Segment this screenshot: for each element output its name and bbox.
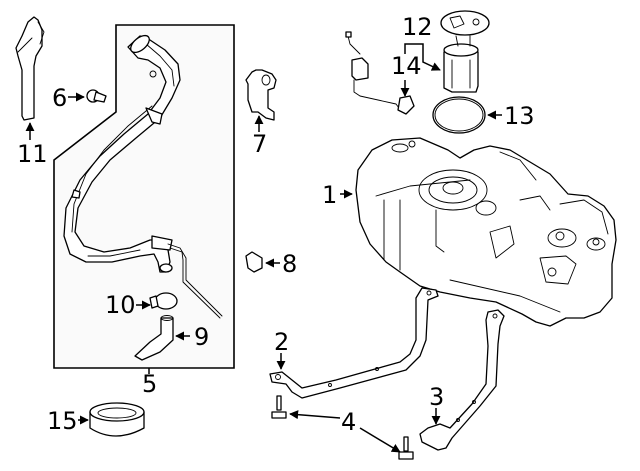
callout-1[interactable]: 1 (322, 181, 337, 209)
filler-pipe-assembly-group (53, 24, 235, 374)
leader-4b (359, 427, 401, 453)
tank-strap-rear[interactable] (419, 309, 505, 451)
pump-seal-ring[interactable] (432, 96, 486, 134)
clip[interactable] (245, 251, 263, 273)
strap-bolt-left[interactable] (271, 395, 287, 419)
callout-8[interactable]: 8 (282, 250, 297, 278)
fuel-tank[interactable] (355, 137, 617, 327)
filler-neck-cover[interactable] (15, 16, 45, 121)
leader-lines (25, 43, 502, 453)
callout-labels: 1 2 3 4 5 6 7 8 9 10 11 12 13 14 15 (17, 13, 535, 436)
leader-4a (289, 410, 341, 420)
callout-14[interactable]: 14 (391, 52, 422, 80)
leader-12 (404, 43, 441, 71)
callout-2[interactable]: 2 (274, 328, 289, 356)
hose-clamp[interactable] (149, 292, 178, 310)
filler-pipe[interactable] (63, 32, 223, 319)
lock-ring[interactable] (89, 402, 145, 437)
strap-bolt-right[interactable] (398, 436, 414, 460)
callout-4[interactable]: 4 (341, 408, 356, 436)
callout-10[interactable]: 10 (105, 291, 136, 319)
fuel-pump-module[interactable] (440, 10, 490, 93)
fuel-level-sensor[interactable] (345, 31, 415, 115)
callout-13[interactable]: 13 (504, 102, 535, 130)
group-box-outline (53, 24, 235, 369)
filler-hose[interactable] (134, 315, 174, 361)
callout-7[interactable]: 7 (252, 130, 267, 158)
filler-pipe-screw[interactable] (86, 89, 107, 103)
callout-9[interactable]: 9 (194, 323, 209, 351)
callout-5[interactable]: 5 (142, 370, 157, 398)
bracket[interactable] (245, 69, 277, 121)
callout-15[interactable]: 15 (47, 407, 78, 435)
callout-11[interactable]: 11 (17, 140, 48, 168)
callout-6[interactable]: 6 (52, 84, 67, 112)
callout-12[interactable]: 12 (402, 13, 433, 41)
callout-3[interactable]: 3 (429, 383, 444, 411)
tank-strap-front[interactable] (269, 287, 439, 399)
